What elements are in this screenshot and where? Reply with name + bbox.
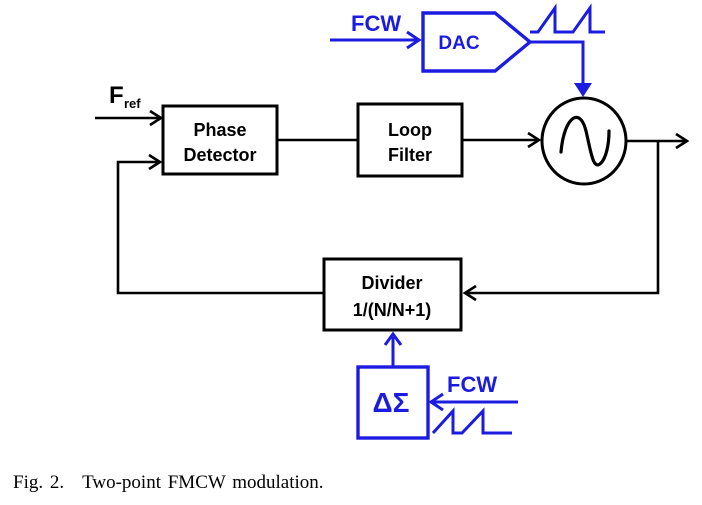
loop-filter-label-line1: Loop: [388, 120, 432, 140]
arrowhead-right-icon: [148, 153, 163, 171]
fref-subscript-label: ref: [124, 96, 141, 111]
phase-detector-label-line2: Detector: [183, 145, 256, 165]
loop-filter-label-line2: Filter: [388, 145, 432, 165]
feedback-return-wire: [116, 160, 324, 295]
phase-detector-block: [161, 104, 279, 176]
divider-label-line1: Divider: [361, 273, 422, 293]
fcw-input-sawtooth-icon: [431, 407, 512, 435]
divider-label-line2: 1/(N/N+1): [353, 300, 432, 320]
dac-label: DAC: [438, 33, 479, 54]
figure-number: Fig. 2.: [13, 472, 65, 493]
fcw-top-label: FCW: [351, 11, 401, 36]
fref-label: F: [109, 82, 124, 109]
arrowhead-right-icon: [527, 131, 542, 149]
vco-oscillator-block: [540, 96, 628, 186]
arrowhead-left-icon: [462, 284, 477, 302]
dac-output-sawtooth-icon: [530, 3, 605, 34]
fmcw-block-diagram: Phase Detector Loop Filter Divider 1/(N/…: [95, 3, 690, 440]
dac-block: [421, 11, 533, 73]
arrowhead-up-icon: [383, 331, 403, 346]
arrowhead-down-icon: [574, 83, 592, 97]
output-to-divider-wire: [467, 141, 660, 295]
phase-detector-label-line1: Phase: [193, 120, 246, 140]
arrowhead-right-icon: [406, 30, 422, 50]
delta-sigma-label: ΔΣ: [373, 387, 410, 418]
arrowhead-right-icon: [149, 109, 164, 127]
figure-caption: Fig. 2. Two-point FMCW modulation.: [13, 472, 324, 494]
dac-to-vco-wire: [530, 40, 585, 92]
arrowhead-left-icon: [428, 392, 444, 412]
delta-sigma-block: [356, 365, 430, 440]
arrowhead-right-icon: [675, 132, 690, 150]
caption-text: Two-point FMCW modulation.: [82, 472, 324, 493]
loop-filter-block: [356, 102, 464, 178]
fcw-bottom-label: FCW: [447, 372, 497, 397]
divider-block: [322, 257, 463, 332]
sine-wave-icon: [559, 115, 611, 167]
